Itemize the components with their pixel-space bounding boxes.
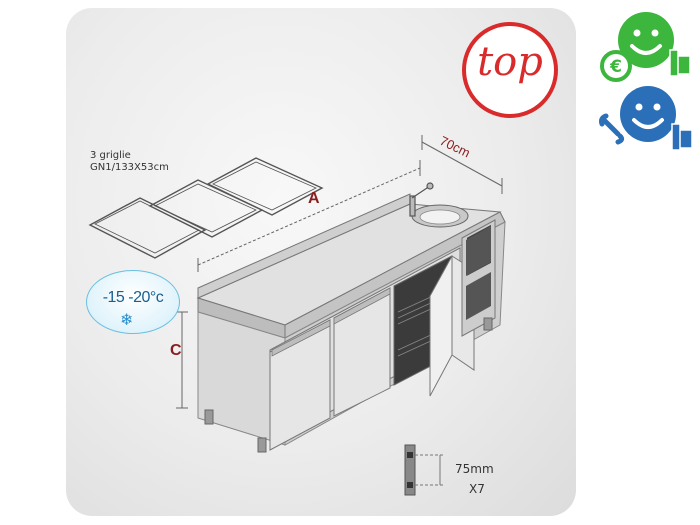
shelf-count: X7 [469, 482, 485, 496]
smiley-wrench-thumbs-up-icon [599, 86, 693, 151]
svg-text:€: € [609, 57, 622, 77]
shelf-pitch: 75mm [455, 462, 494, 476]
dimension-line-c [176, 311, 188, 409]
dimension-c-label: C [170, 342, 182, 359]
temperature-bubble [86, 270, 180, 334]
tap [409, 182, 434, 217]
dimension-a-label: A [308, 190, 320, 207]
legs [204, 317, 493, 453]
grill-label: 3 griglie GN1/133X53cm [90, 150, 169, 173]
dimension-line-a [197, 160, 421, 272]
shelf-support-icon [404, 444, 445, 496]
top-logo-text: top [477, 39, 543, 85]
temperature-range: -15 -20°c [102, 289, 164, 306]
top-logo [462, 22, 558, 118]
grill-outlines [88, 157, 324, 259]
snowflake-icon: ❄ [120, 310, 134, 329]
smiley-euro-thumbs-up-icon: € [600, 12, 691, 82]
dimension-line-depth [421, 135, 503, 194]
cabinet-side [197, 311, 286, 446]
